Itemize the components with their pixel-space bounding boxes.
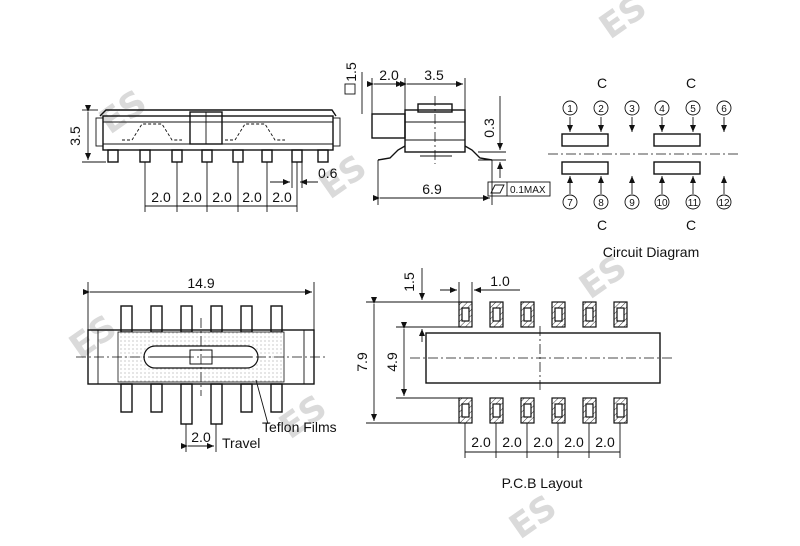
pin-10: 10 [656,198,668,209]
top-length-label: 14.9 [187,275,214,291]
pcb-outer-span-label: 7.9 [354,352,370,372]
travel-value: 2.0 [191,429,211,445]
pin-4: 4 [659,104,665,115]
side-pitch-label-3: 2.0 [212,189,232,205]
pcb-pitch-label-1: 2.0 [471,434,491,450]
common-top-1: C [597,75,607,91]
pin-2: 2 [598,104,604,115]
pin-12: 12 [718,198,730,209]
end-top-right-label: 3.5 [424,67,444,83]
end-width-label: 6.9 [422,181,442,197]
watermark-1: ES [92,82,154,142]
common-bottom-1: C [597,217,607,233]
pcb-pad-width-label: 1.0 [490,273,510,289]
end-view: 2.0 3.5 1.5 0.3 6.9 0.1MAX [343,62,551,205]
top-view: 14.9 2.0 Travel Teflon Films [76,275,337,452]
end-top-left-label: 2.0 [379,67,399,83]
watermark-7: ES [502,487,564,546]
pcb-inner-span-label: 4.9 [384,352,400,372]
watermark-4: ES [62,307,124,367]
common-top-2: C [686,75,696,91]
pcb-pitch-label-3: 2.0 [533,434,553,450]
pcb-pad-height-label: 1.5 [401,272,417,292]
end-box-label: 1.5 [343,62,359,82]
end-thickness-label: 0.3 [481,118,497,138]
side-pin-width-label: 0.6 [318,165,338,181]
side-pitch-label-4: 2.0 [242,189,262,205]
pcb-title: P.C.B Layout [502,475,583,491]
pin-5: 5 [690,104,696,115]
pin-9: 9 [629,198,635,209]
pin-6: 6 [721,104,727,115]
side-pitch-label-2: 2.0 [182,189,202,205]
side-view: 3.5 2.0 2.0 2.0 2.0 2.0 0.6 [67,105,341,212]
teflon-label: Teflon Films [262,419,337,435]
pcb-pitch-label-4: 2.0 [564,434,584,450]
side-pitch-label-1: 2.0 [151,189,171,205]
pin-8: 8 [598,198,604,209]
pin-7: 7 [567,198,573,209]
pin-11: 11 [688,198,699,209]
pcb-pitch-label-5: 2.0 [595,434,615,450]
circuit-title: Circuit Diagram [603,244,699,260]
pin-1: 1 [567,104,573,115]
pcb-pitch-label-2: 2.0 [502,434,522,450]
common-bottom-2: C [686,217,696,233]
side-pitch-label-5: 2.0 [272,189,292,205]
watermark-2: ES [592,0,654,47]
circuit-diagram: C C 1 2 3 4 5 6 [548,75,740,260]
flatness-note: 0.1MAX [510,185,546,196]
pin-3: 3 [629,104,635,115]
side-height-label: 3.5 [67,126,83,146]
travel-label: Travel [222,435,260,451]
pcb-layout: 1.5 1.0 7.9 4.9 2.0 2.0 2.0 2.0 2.0 P.C.… [354,268,672,491]
